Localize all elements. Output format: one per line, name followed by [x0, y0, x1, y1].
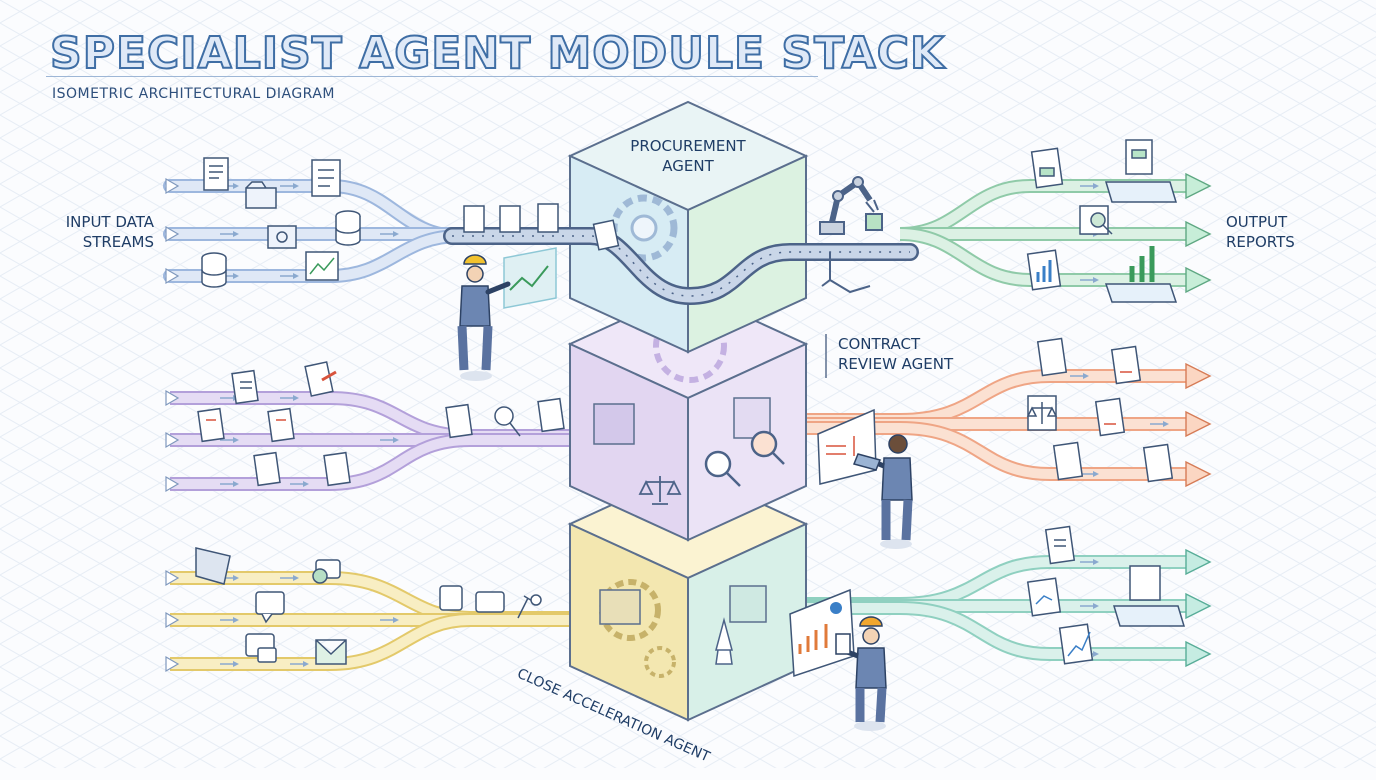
scales-icon	[638, 476, 682, 505]
rocket-icon	[715, 617, 733, 665]
chart-icon	[305, 251, 339, 281]
magnifier-icon	[494, 406, 521, 437]
document-icon	[1036, 337, 1068, 377]
gear-icon	[653, 309, 727, 383]
contract-label-line1: CONTRACT	[838, 335, 921, 353]
scales-icon	[1026, 395, 1058, 431]
diagram-title: SPECIALIST AGENT MODULE STACK	[49, 27, 946, 80]
input-port	[593, 403, 635, 445]
magnifier-icon	[750, 430, 785, 465]
gear-icon	[644, 646, 676, 678]
tablet-icon	[1104, 246, 1178, 303]
contract-review-agent-label: CONTRACT REVIEW AGENT	[838, 334, 988, 374]
input-label-line1: INPUT DATA	[65, 213, 154, 231]
worker-icon	[835, 616, 887, 731]
document-icon	[304, 361, 337, 397]
folder-icon	[267, 225, 297, 249]
document-icon	[1142, 443, 1174, 483]
document-icon	[203, 157, 229, 191]
close-input-streams	[170, 571, 600, 671]
chat-icon	[517, 594, 542, 619]
tablet-icon	[1104, 139, 1178, 203]
title-underline	[46, 76, 818, 77]
document-icon	[463, 203, 559, 233]
gear-icon	[599, 579, 661, 641]
close-input-icons	[195, 547, 542, 665]
document-icon	[197, 407, 225, 443]
output-port	[729, 585, 767, 623]
output-report-icons	[1026, 139, 1186, 665]
chat-icon	[439, 585, 463, 611]
document-icon	[311, 159, 341, 197]
document-icon	[1110, 345, 1142, 385]
folder-icon	[245, 181, 277, 209]
document-icon	[537, 397, 565, 433]
procurement-output-streams	[899, 179, 1190, 287]
procurement-label-line2: AGENT	[662, 157, 714, 175]
output-arrowheads	[1185, 172, 1212, 668]
chat-icon	[255, 591, 285, 624]
input-label-line2: STREAMS	[82, 233, 154, 251]
input-document-icons	[201, 157, 620, 288]
document-icon	[1094, 397, 1126, 437]
magnifier-icon	[1079, 205, 1113, 235]
input-stream-tails	[165, 177, 180, 673]
document-icon	[323, 451, 351, 487]
contract-label-line2: REVIEW AGENT	[838, 355, 954, 373]
input-port	[599, 589, 641, 625]
document-icon	[445, 403, 473, 439]
procurement-agent-label: PROCUREMENT AGENT	[612, 136, 764, 176]
flow-direction-arrows	[220, 183, 1169, 667]
document-icon	[253, 451, 281, 487]
diagram-subtitle: ISOMETRIC ARCHITECTURAL DIAGRAM	[52, 86, 335, 102]
document-icon	[231, 369, 259, 405]
document-icon	[592, 219, 620, 251]
holographic-chart-screen	[503, 247, 557, 309]
database-icon	[201, 252, 227, 288]
output-label-line2: REPORTS	[1226, 233, 1295, 251]
chart-icon	[1026, 249, 1062, 291]
chat-icon	[245, 633, 277, 663]
document-icon	[267, 407, 295, 443]
output-reports-label: OUTPUT REPORTS	[1226, 212, 1336, 252]
chat-icon	[475, 591, 505, 613]
chat-icon	[195, 547, 231, 585]
document-icon	[1044, 525, 1076, 565]
output-label-line1: OUTPUT	[1226, 213, 1288, 231]
tablet-icon	[1112, 565, 1186, 627]
chart-icon	[1058, 623, 1094, 665]
document-icon	[1030, 147, 1064, 189]
input-streams-label: INPUT DATA STREAMS	[48, 212, 154, 252]
magnifier-icon	[704, 450, 741, 487]
procurement-label-line1: PROCUREMENT	[630, 137, 746, 155]
database-icon	[335, 210, 361, 246]
gear-hub	[630, 214, 658, 242]
envelope-icon	[315, 639, 347, 665]
contract-document-icons	[197, 361, 565, 487]
document-icon	[1052, 441, 1084, 481]
chat-icon	[312, 559, 341, 584]
robot-arm-icon	[819, 176, 883, 294]
worker-icon	[457, 254, 511, 381]
chart-icon	[1026, 577, 1062, 617]
contract-input-streams	[170, 391, 600, 491]
worker-icon	[852, 434, 913, 549]
